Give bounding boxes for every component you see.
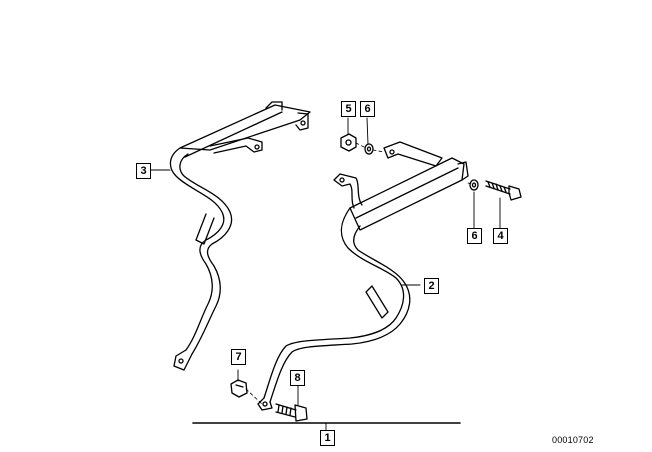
callout-1: 1 [320, 430, 335, 446]
callout-6-top: 6 [360, 101, 375, 117]
callout-3: 3 [136, 163, 151, 179]
callout-2: 2 [424, 278, 439, 294]
alignment-lines [245, 142, 473, 405]
callout-8: 8 [290, 370, 305, 386]
bolt-part4 [485, 180, 522, 201]
nut-part5 [340, 133, 357, 152]
assembly-baseline [192, 422, 461, 431]
bolt-part8 [275, 403, 308, 422]
callout-4: 4 [493, 228, 508, 244]
left-bracket-part3 [169, 101, 311, 371]
document-number: 00010702 [552, 435, 594, 445]
callout-5: 5 [341, 101, 356, 117]
nut-part7 [230, 379, 248, 398]
right-bracket-part2 [257, 141, 469, 411]
leader-lines [149, 117, 501, 406]
washer-part6-right [469, 179, 479, 191]
callout-7: 7 [231, 349, 246, 365]
callout-6-right: 6 [467, 228, 482, 244]
washer-part6-top [364, 143, 374, 155]
